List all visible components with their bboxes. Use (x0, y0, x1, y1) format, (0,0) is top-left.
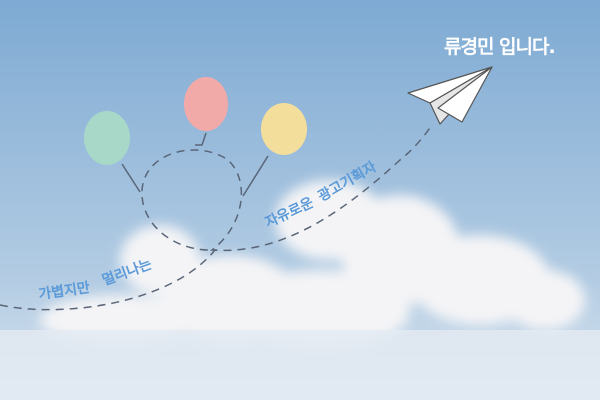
clouds (40, 180, 585, 350)
balloon-pink (184, 77, 228, 131)
balloon-green (84, 111, 130, 165)
strings (121, 132, 269, 197)
paper-plane-icon (407, 66, 493, 125)
balloon-yellow (261, 103, 307, 155)
page-title: 류경민 입니다. (444, 36, 556, 58)
ground-haze (0, 330, 600, 400)
